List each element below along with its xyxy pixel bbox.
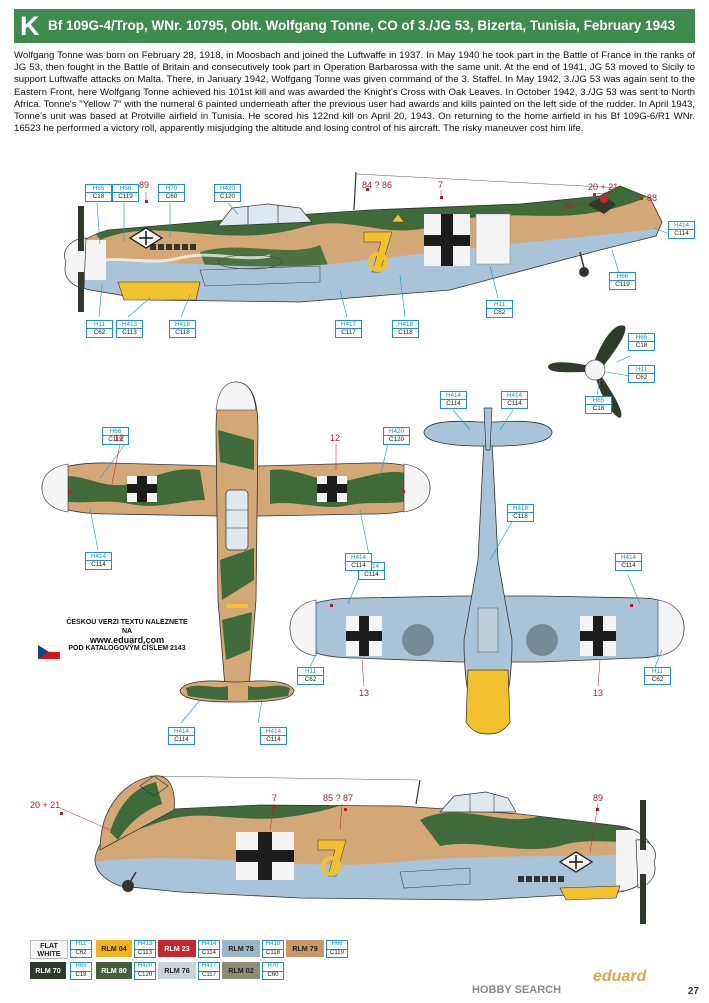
- legend-chip: RLM 76: [158, 962, 196, 979]
- stencil-number: 13: [593, 688, 604, 698]
- stencil-number: 89: [139, 180, 150, 190]
- lower-surface-plan: [289, 407, 685, 735]
- balkenkreuz-upper-right: [317, 476, 347, 502]
- balkenkreuz-lower-right: [580, 616, 616, 656]
- legend-chip: RLM 79: [286, 940, 324, 957]
- side-profile-left: [64, 171, 663, 312]
- czech-note-line1: ČESKOU VERZI TEXTU NALEZNETE NA: [66, 619, 188, 635]
- czech-note-line2: POD KATALOGOVÝM ČÍSLEM 2143: [68, 644, 186, 652]
- stencil-number: 84 ? 86: [362, 180, 393, 190]
- stencil-number: 7: [438, 180, 444, 190]
- biography-paragraph: Wolfgang Tonne was born on February 28, …: [14, 50, 695, 135]
- upper-surface-plan: [41, 381, 431, 703]
- stencil-number: 89: [593, 793, 604, 803]
- profile-letter: K: [20, 11, 40, 41]
- balkenkreuz-side-bottom: [236, 832, 294, 880]
- stencil-number: 13: [359, 688, 370, 698]
- stencil-number: 20 + 21: [30, 800, 61, 810]
- stencil-number: 20 + 21: [588, 182, 619, 192]
- balkenkreuz-upper-left: [127, 476, 157, 502]
- stencil-leaders-side-top: [145, 189, 643, 206]
- legend-chip: RLM 23: [158, 940, 196, 957]
- stencil-leaders-upper: [111, 443, 337, 485]
- callout-leaders-side-top: [96, 202, 681, 318]
- side-profile-right: [60, 775, 656, 924]
- brand-logo: eduard: [593, 968, 647, 985]
- stencil-number: 12: [114, 433, 125, 443]
- stencil-number: 12: [330, 433, 341, 443]
- biography-text: Wolfgang Tonne was born on February 28, …: [14, 50, 695, 135]
- watermark: HOBBY SEARCH: [472, 984, 562, 996]
- stencil-number: 85 ? 87: [323, 793, 354, 803]
- legend-chip: RLM 02: [222, 962, 260, 979]
- legend-chip: FLAT WHITE: [30, 940, 68, 959]
- page-number: 27: [687, 986, 699, 997]
- stencil-number: 90: [563, 201, 574, 211]
- header-bar: K Bf 109G-4/Trop, WNr. 10795, Oblt. Wolf…: [14, 9, 695, 43]
- legend-chip: RLM 80: [96, 962, 132, 979]
- stencil-leaders-lower: [361, 659, 601, 687]
- stencil-number: 7: [272, 793, 278, 803]
- website-link[interactable]: www.eduard.com: [89, 635, 165, 645]
- balkenkreuz-side-top: [424, 214, 470, 266]
- legend-chip: RLM 78: [222, 940, 260, 957]
- balkenkreuz-lower-left: [346, 616, 382, 656]
- legend-chip: RLM 70: [30, 962, 66, 979]
- stencil-number: 88: [647, 193, 658, 203]
- profile-title: Bf 109G-4/Trop, WNr. 10795, Oblt. Wolfga…: [48, 18, 676, 33]
- callout-leaders-lower: [309, 409, 663, 668]
- czech-flag-icon: [38, 645, 60, 659]
- czech-version-note: ČESKOU VERZI TEXTU NALEZNETE NA www.edua…: [62, 619, 192, 653]
- callout-leaders-upper: [89, 442, 389, 724]
- stencil-leaders-side-bottom: [59, 803, 599, 853]
- legend-chip: RLM 04: [96, 940, 132, 957]
